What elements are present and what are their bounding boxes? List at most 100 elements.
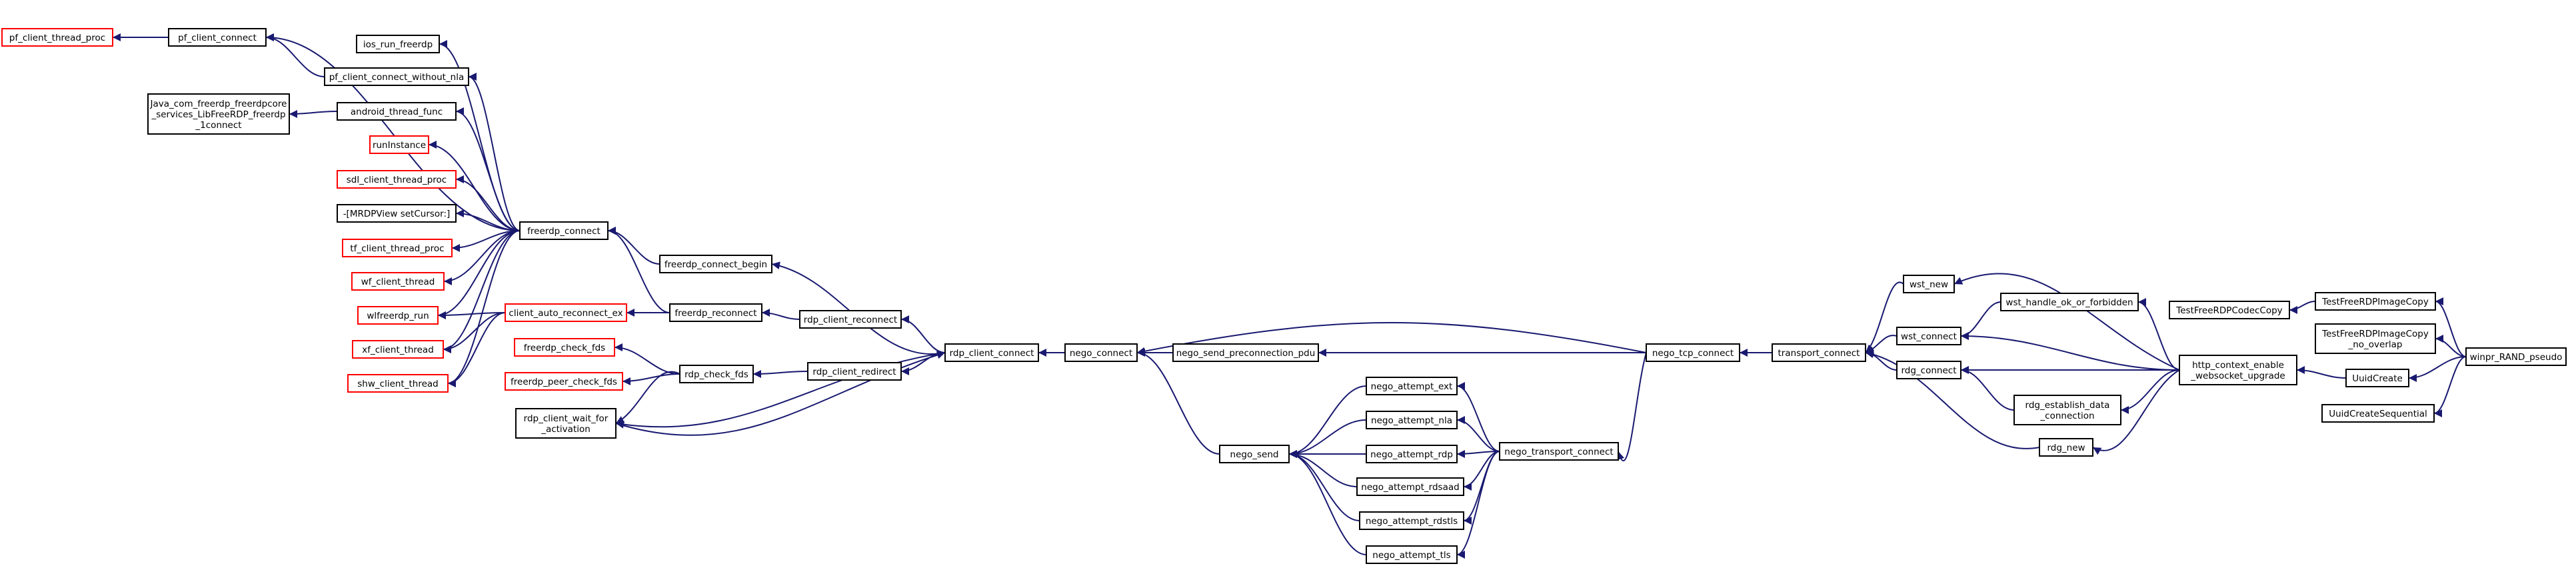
edge-sdl_client_thread_proc-to-freerdp_connect: [455, 175, 521, 231]
node-rdp_check_fds[interactable]: rdp_check_fds: [679, 365, 754, 383]
node-freerdp_reconnect[interactable]: freerdp_reconnect: [669, 303, 762, 322]
node-box-freerdp_check_fds: [514, 338, 615, 357]
node-label-test_codec_copy-0: TestFreeRDPCodecCopy: [2175, 305, 2282, 316]
node-label-uuid_create-0: UuidCreate: [2352, 373, 2403, 384]
node-label-nego_connect-0: nego_connect: [1070, 348, 1132, 359]
node-nego_attempt_tls[interactable]: nego_attempt_tls: [1366, 545, 1458, 564]
node-freerdp_peer_check_fds[interactable]: freerdp_peer_check_fds: [505, 372, 623, 391]
node-nego_attempt_ext[interactable]: nego_attempt_ext: [1366, 377, 1458, 395]
node-wlfreerdp_run[interactable]: wlfreerdp_run: [357, 306, 439, 325]
node-label-wlfreerdp_run-0: wlfreerdp_run: [367, 311, 429, 321]
node-test_imagecopy[interactable]: TestFreeRDPImageCopy: [2315, 292, 2436, 311]
node-sdl_client_thread_proc[interactable]: sdl_client_thread_proc: [337, 170, 457, 189]
node-box-freerdp_connect_begin: [659, 255, 772, 273]
node-nego_attempt_rdp[interactable]: nego_attempt_rdp: [1366, 445, 1458, 463]
node-label-freerdp_reconnect-0: freerdp_reconnect: [674, 308, 756, 319]
node-wf_client_thread[interactable]: wf_client_thread: [351, 272, 445, 291]
node-label-rdp_client_wait_for_activation-1: _activation: [541, 424, 591, 435]
node-nego_tcp_connect[interactable]: nego_tcp_connect: [1646, 343, 1740, 362]
node-box-java_com_freerdp_connect: [147, 93, 290, 135]
edge-rdg_connect-to-rdg_establish_data_connection: [1960, 366, 2015, 411]
edge-rdp_client_redirect-to-rdp_client_connect: [900, 352, 946, 375]
node-freerdp_check_fds[interactable]: freerdp_check_fds: [514, 338, 615, 357]
node-rdg_connect[interactable]: rdg_connect: [1896, 361, 1961, 379]
node-runinstance[interactable]: runInstance: [369, 135, 429, 154]
node-wst_handle_ok_or_forbidden[interactable]: wst_handle_ok_or_forbidden: [2000, 293, 2139, 311]
node-rdp_client_wait_for_activation[interactable]: rdp_client_wait_for_activation: [515, 408, 617, 439]
node-label-wst_handle_ok_or_forbidden-0: wst_handle_ok_or_forbidden: [2005, 297, 2133, 308]
node-label-runinstance-0: runInstance: [373, 140, 426, 151]
node-ios_run_freerdp[interactable]: ios_run_freerdp: [356, 35, 440, 53]
node-box-wst_connect: [1896, 327, 1961, 345]
edge-freerdp_connect-to-freerdp_connect_begin: [607, 227, 660, 265]
node-nego_attempt_rdsaad[interactable]: nego_attempt_rdsaad: [1356, 477, 1464, 496]
node-label-rdg_new-0: rdg_new: [2047, 443, 2085, 453]
node-uuid_create[interactable]: UuidCreate: [2345, 369, 2409, 387]
node-freerdp_connect_begin[interactable]: freerdp_connect_begin: [659, 255, 772, 273]
node-nego_attempt_nla[interactable]: nego_attempt_nla: [1366, 411, 1458, 429]
node-transport_connect[interactable]: transport_connect: [1772, 343, 1866, 362]
node-nego_attempt_rdstls[interactable]: nego_attempt_rdstls: [1359, 511, 1464, 530]
node-label-rdp_client_reconnect-0: rdp_client_reconnect: [804, 315, 897, 325]
node-test_imagecopy_no_overlap[interactable]: TestFreeRDPImageCopy_no_overlap: [2315, 323, 2436, 354]
node-rdg_new[interactable]: rdg_new: [2039, 438, 2093, 457]
node-label-xf_client_thread-0: xf_client_thread: [362, 345, 434, 355]
node-nego_connect[interactable]: nego_connect: [1064, 343, 1138, 362]
edge-nego_attempt_rdstls-to-nego_transport_connect: [1463, 451, 1500, 525]
edge-wlfreerdp_run-to-freerdp_connect: [437, 230, 521, 319]
node-label-freerdp_check_fds-0: freerdp_check_fds: [524, 343, 605, 353]
node-pf_client_connect_without_nla[interactable]: pf_client_connect_without_nla: [324, 67, 469, 86]
edge-nego_connect-to-nego_send: [1136, 349, 1220, 455]
edge-transport_connect-to-rdg_connect: [1865, 349, 1898, 371]
node-rdp_client_reconnect[interactable]: rdp_client_reconnect: [799, 310, 902, 329]
node-winpr_rand_pseudo[interactable]: winpr_RAND_pseudo: [2465, 347, 2567, 366]
node-java_com_freerdp_connect[interactable]: Java_com_freerdp_freerdpcore_services_Li…: [147, 93, 290, 135]
node-android_thread_func[interactable]: android_thread_func: [337, 102, 457, 121]
node-label-freerdp_peer_check_fds-0: freerdp_peer_check_fds: [511, 377, 617, 387]
node-box-sdl_client_thread_proc: [337, 170, 457, 189]
node-pf_client_connect[interactable]: pf_client_connect: [168, 28, 267, 47]
node-client_auto_reconnect_ex[interactable]: client_auto_reconnect_ex: [505, 303, 627, 322]
node-box-rdg_connect: [1896, 361, 1961, 379]
edge-freerdp_connect-to-freerdp_reconnect: [607, 227, 670, 313]
node-box-nego_attempt_nla: [1366, 411, 1458, 429]
node-test_codec_copy[interactable]: TestFreeRDPCodecCopy: [2169, 301, 2290, 319]
node-box-wlfreerdp_run: [357, 306, 439, 325]
node-pf_client_thread_proc[interactable]: pf_client_thread_proc: [1, 28, 113, 47]
node-box-rdp_client_reconnect: [799, 310, 902, 329]
node-box-rdp_client_connect: [944, 343, 1039, 362]
node-box-ios_run_freerdp: [356, 35, 440, 53]
node-nego_send_preconnection_pdu[interactable]: nego_send_preconnection_pdu: [1172, 343, 1319, 362]
edge-layer: [113, 33, 2467, 559]
node-tf_client_thread_proc[interactable]: tf_client_thread_proc: [342, 239, 453, 257]
node-mrdpview_setcursor[interactable]: -[MRDPView setCursor:]: [337, 204, 457, 223]
edge-rdg_new-to-http_context_enable_websocket_upgrade: [2092, 369, 2180, 455]
node-wst_connect[interactable]: wst_connect: [1896, 327, 1961, 345]
node-freerdp_connect[interactable]: freerdp_connect: [519, 221, 609, 240]
edge-nego_send-to-nego_attempt_ext: [1288, 385, 1367, 458]
node-box-transport_connect: [1772, 343, 1866, 362]
node-shw_client_thread[interactable]: shw_client_thread: [347, 374, 449, 393]
node-rdg_establish_data_connection[interactable]: rdg_establish_data_connection: [2013, 395, 2121, 425]
node-xf_client_thread[interactable]: xf_client_thread: [352, 340, 444, 359]
edge-nego_connect-to-nego_tcp_connect: [1136, 322, 1647, 355]
node-box-test_codec_copy: [2169, 301, 2290, 319]
node-rdp_client_connect[interactable]: rdp_client_connect: [944, 343, 1039, 362]
edge-wst_connect-to-http_context_enable_websocket_upgrade: [1960, 332, 2180, 371]
node-http_context_enable_websocket_upgrade[interactable]: http_context_enable_websocket_upgrade: [2179, 355, 2297, 385]
node-nego_send[interactable]: nego_send: [1219, 445, 1290, 463]
node-label-rdp_client_wait_for_activation-0: rdp_client_wait_for: [524, 413, 609, 424]
node-box-uuid_create: [2345, 369, 2409, 387]
node-label-rdp_client_connect-0: rdp_client_connect: [950, 348, 1034, 359]
edge-pf_client_connect-to-freerdp_connect: [265, 33, 521, 231]
node-nego_transport_connect[interactable]: nego_transport_connect: [1499, 442, 1619, 461]
node-box-test_imagecopy_no_overlap: [2315, 323, 2436, 354]
node-uuid_create_sequential[interactable]: UuidCreateSequential: [2321, 404, 2435, 423]
node-box-rdp_client_wait_for_activation: [515, 408, 617, 439]
edge-freerdp_connect_begin-to-rdp_client_connect: [771, 261, 946, 355]
node-wst_new[interactable]: wst_new: [1903, 275, 1955, 293]
edge-nego_attempt_tls-to-nego_transport_connect: [1456, 451, 1500, 559]
node-label-nego_attempt_ext-0: nego_attempt_ext: [1371, 381, 1453, 392]
node-rdp_client_redirect[interactable]: rdp_client_redirect: [807, 362, 902, 381]
node-box-winpr_rand_pseudo: [2465, 347, 2567, 366]
